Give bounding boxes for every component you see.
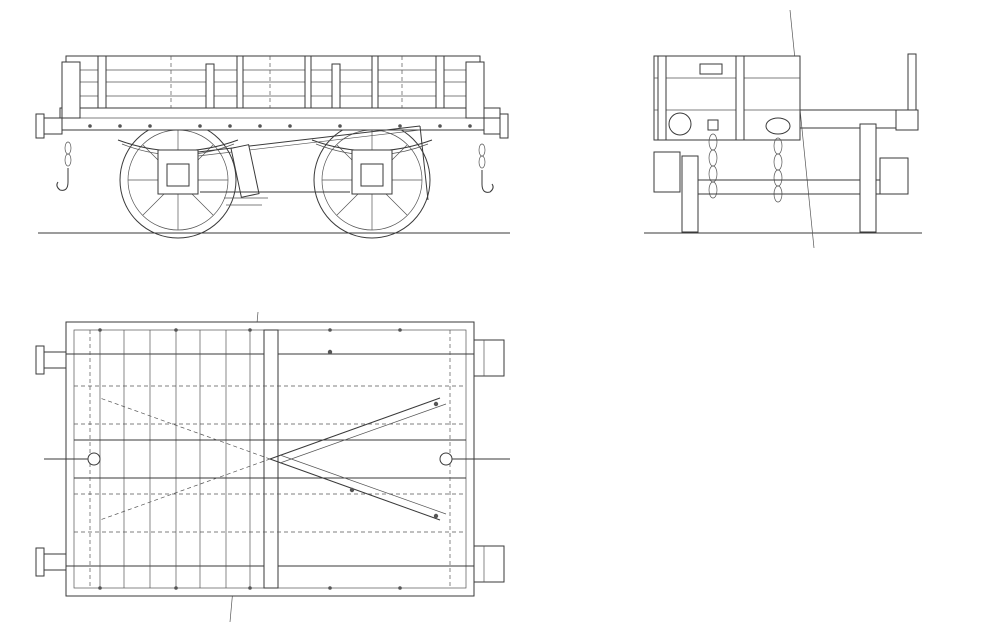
side-elevation: [35, 55, 510, 239]
buffer-left: [35, 113, 63, 139]
axlebox-left: [117, 139, 239, 195]
plan-buffer-right-bottom: [473, 545, 505, 583]
axlebox-end-right: [879, 157, 909, 195]
solebar: [59, 107, 501, 131]
axlebox-end-left: [653, 151, 681, 193]
side-stanchion: [907, 53, 917, 111]
body-stanchions: [97, 55, 445, 109]
diagonal-brake-rods: [99, 397, 447, 521]
end-elevation: [644, 9, 922, 249]
axlebox-right: [311, 139, 433, 195]
corner-plate-right: [465, 61, 485, 119]
coupling-hook-right: [478, 143, 494, 193]
draw-hook: [765, 117, 791, 203]
wheel-end-right: [859, 123, 877, 233]
buffer-right: [483, 113, 509, 139]
floor-planks: [99, 330, 251, 588]
solebar-bolts: [88, 124, 472, 128]
plan-buffer-right-top: [473, 339, 505, 377]
coupling-hook-left: [56, 141, 72, 191]
plan-view: [35, 311, 510, 623]
plan-buffer-left-top: [35, 345, 67, 375]
coupling-chain: [707, 119, 719, 199]
plan-bolts: [98, 328, 439, 590]
label-bracket: [699, 63, 723, 75]
buffer-head: [668, 112, 692, 136]
plan-drawbar-right: [439, 452, 510, 466]
section-line-end: [789, 9, 815, 249]
wheel-end-left: [681, 155, 699, 233]
brake-gear: [197, 125, 429, 206]
corner-plate-left: [61, 61, 81, 119]
plan-buffer-left-bottom: [35, 547, 67, 577]
plan-drawbar-left: [44, 452, 101, 466]
